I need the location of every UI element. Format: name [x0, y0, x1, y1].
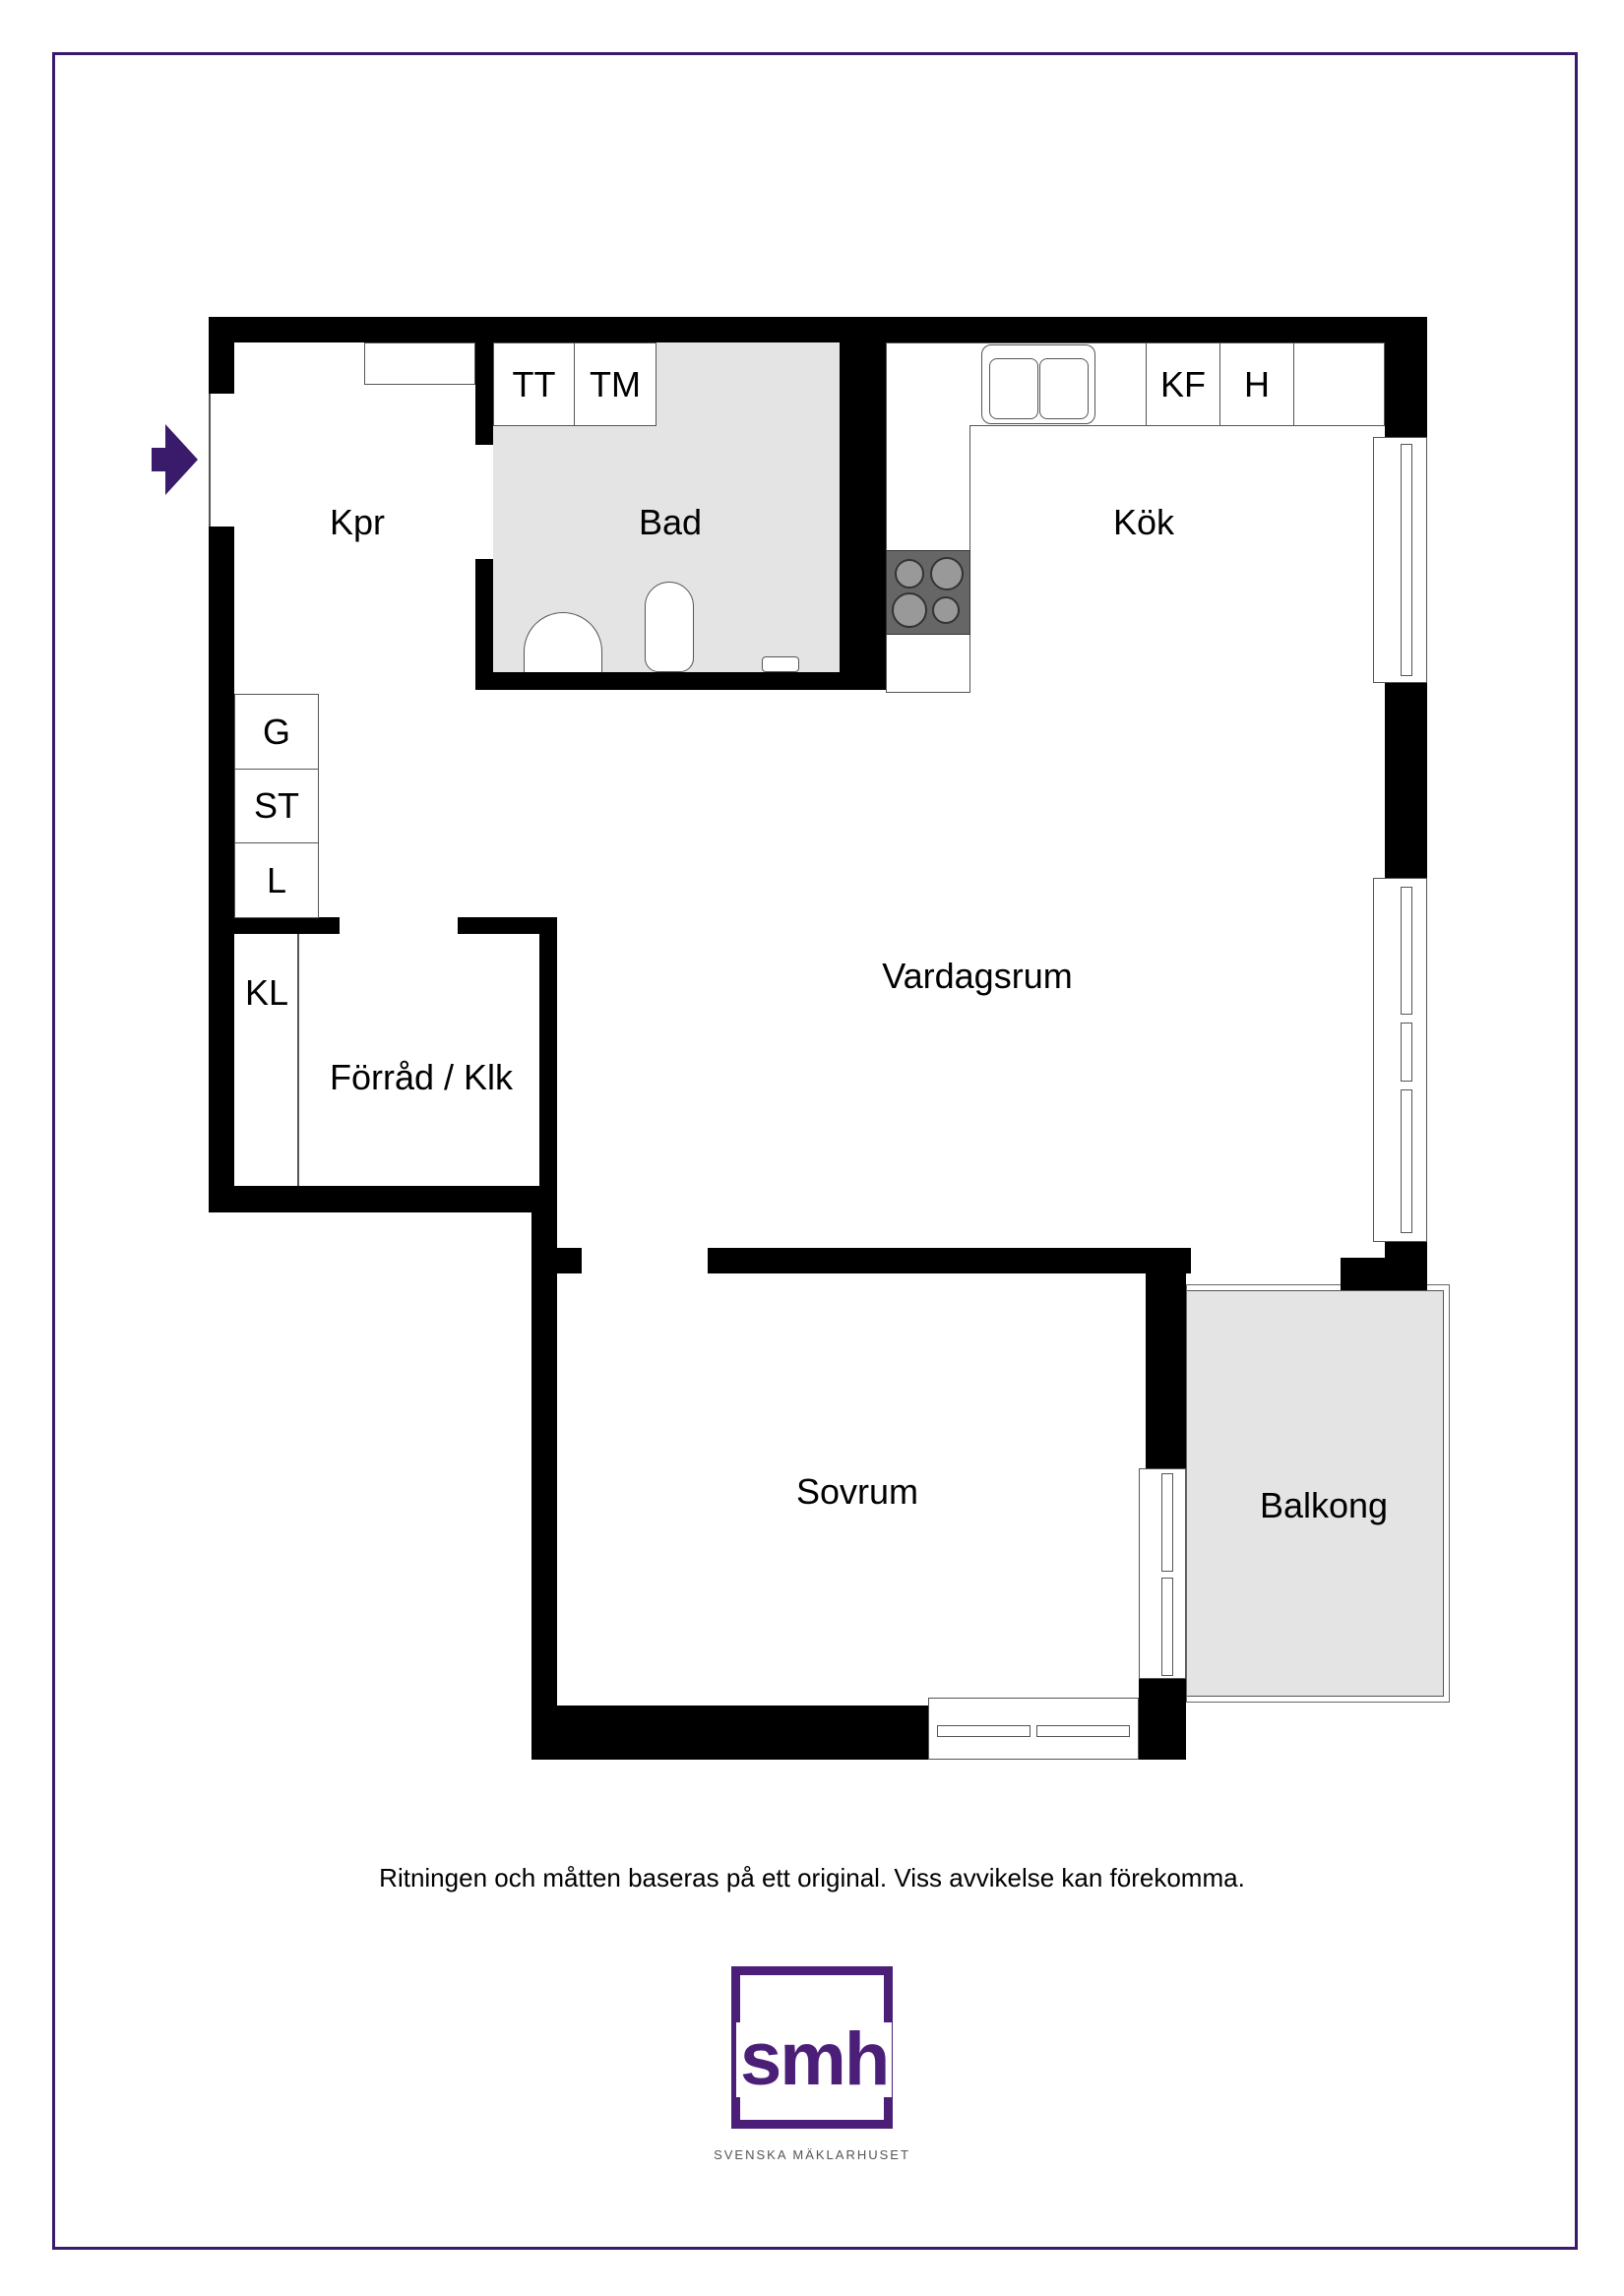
fixture-tt: TT	[493, 342, 575, 426]
wall-sovrum-left	[531, 1186, 557, 1760]
fixture-g: G	[234, 694, 319, 770]
window-kok	[1373, 437, 1427, 683]
fixture-st: ST	[234, 769, 319, 843]
shower-tap-icon	[762, 656, 799, 672]
room-label-bad: Bad	[638, 502, 703, 542]
wall-corner-block	[1139, 1679, 1186, 1760]
wall-left-upper	[209, 317, 234, 394]
window-sovrum-bottom	[928, 1698, 1139, 1760]
toilet-icon	[645, 582, 694, 672]
balcony-floor	[1186, 1290, 1444, 1697]
room-label-vardagsrum: Vardagsrum	[882, 956, 1073, 996]
room-label-forrad: Förråd / Klk	[329, 1057, 514, 1097]
kl-divider	[297, 934, 299, 1186]
wall-forrad-top-right	[458, 917, 557, 934]
logo-company-name: SVENSKA MÄKLARHUSET	[714, 2147, 910, 2162]
wall-bad-left-top	[475, 342, 493, 445]
wall-left-lower	[209, 527, 234, 1212]
entrance-door-line	[209, 394, 211, 527]
kitchen-counter-top	[886, 342, 1385, 426]
wall-bad-bottom	[475, 672, 885, 690]
fixture-tm: TM	[574, 342, 656, 426]
wall-sovrum-right	[1146, 1248, 1186, 1468]
sink-icon	[981, 344, 1095, 424]
wall-right-top	[1385, 317, 1427, 437]
wall-forrad-right	[539, 917, 557, 1212]
balcony-railing	[1186, 1284, 1450, 1703]
stove-icon	[886, 550, 970, 635]
disclaimer-text: Ritningen och måtten baseras på ett orig…	[379, 1863, 1245, 1893]
fixture-kf: KF	[1146, 342, 1220, 426]
wall-sovrum-bottom	[531, 1706, 928, 1760]
wall-forrad-bottom	[209, 1186, 557, 1212]
washbasin-icon	[524, 612, 602, 672]
wall-right-mid	[1385, 683, 1427, 878]
fixture-kl: KL	[244, 972, 289, 1013]
room-label-kok: Kök	[1112, 502, 1175, 542]
wall-vardagsrum-corner	[1341, 1258, 1427, 1290]
room-label-balkong: Balkong	[1259, 1485, 1389, 1525]
wall-top	[209, 317, 1427, 342]
fixture-h: H	[1219, 342, 1294, 426]
room-label-kpr: Kpr	[329, 502, 386, 542]
entrance-arrow-icon	[152, 424, 198, 495]
wall-bad-left-bottom	[475, 559, 493, 690]
fixture-l: L	[234, 842, 319, 918]
wall-kpr-closet	[209, 917, 340, 934]
logo-text: smh	[736, 2022, 893, 2097]
room-label-sovrum: Sovrum	[795, 1471, 919, 1512]
wall-sovrum-top	[708, 1248, 1191, 1273]
kpr-shelf	[364, 342, 475, 385]
window-sovrum-side	[1139, 1468, 1186, 1679]
page-frame	[52, 52, 1578, 2250]
wall-stub	[557, 1248, 582, 1273]
wall-bad-right	[840, 342, 886, 690]
window-vardagsrum	[1373, 878, 1427, 1242]
